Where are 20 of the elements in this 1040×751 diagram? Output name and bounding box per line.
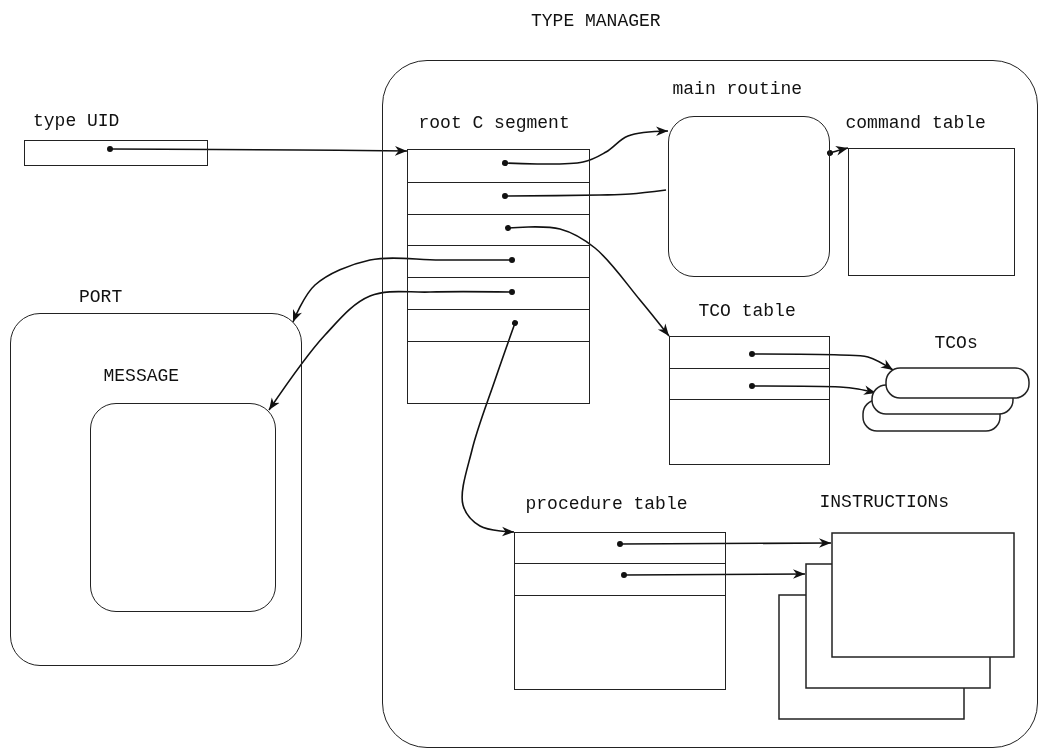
heading: procedure table [525, 492, 688, 515]
heading: type UID [33, 110, 120, 132]
arrow [107, 146, 408, 156]
arrow [617, 538, 832, 548]
heading: TCOs [934, 331, 978, 354]
heading: MESSAGE [103, 364, 180, 387]
heading: command table [845, 111, 986, 134]
arrow [505, 225, 670, 337]
heading: TCO table [698, 299, 796, 322]
arrow [268, 289, 515, 411]
arrow [621, 569, 806, 579]
arrow [292, 257, 515, 323]
arrow [461, 320, 518, 537]
heading: INSTRUCTIONs [819, 490, 950, 513]
arrow [502, 126, 669, 166]
heading: main routine [672, 77, 803, 100]
heading: TYPE MANAGER [531, 10, 661, 32]
heading: root C segment [418, 111, 570, 134]
arrow [827, 146, 849, 156]
heading: PORT [79, 286, 123, 308]
